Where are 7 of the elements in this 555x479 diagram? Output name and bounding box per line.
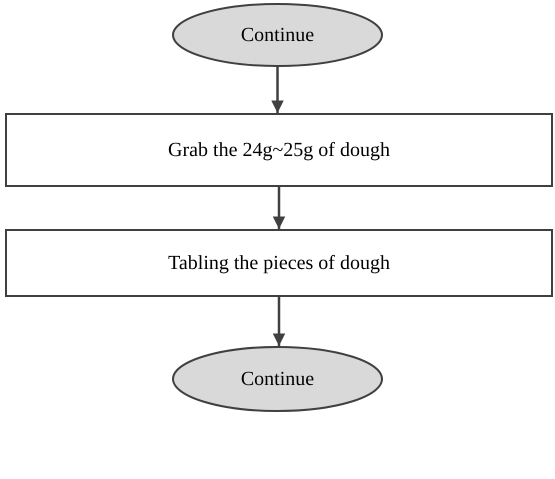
arrow — [271, 67, 284, 113]
arrow — [272, 297, 286, 346]
node-text: Grab the 24g~25g of dough — [168, 138, 390, 162]
node-text: Tabling the pieces of dough — [168, 252, 390, 274]
arrow — [272, 187, 286, 229]
node-text: Continue — [240, 368, 314, 390]
node-text: Continue — [240, 24, 314, 46]
